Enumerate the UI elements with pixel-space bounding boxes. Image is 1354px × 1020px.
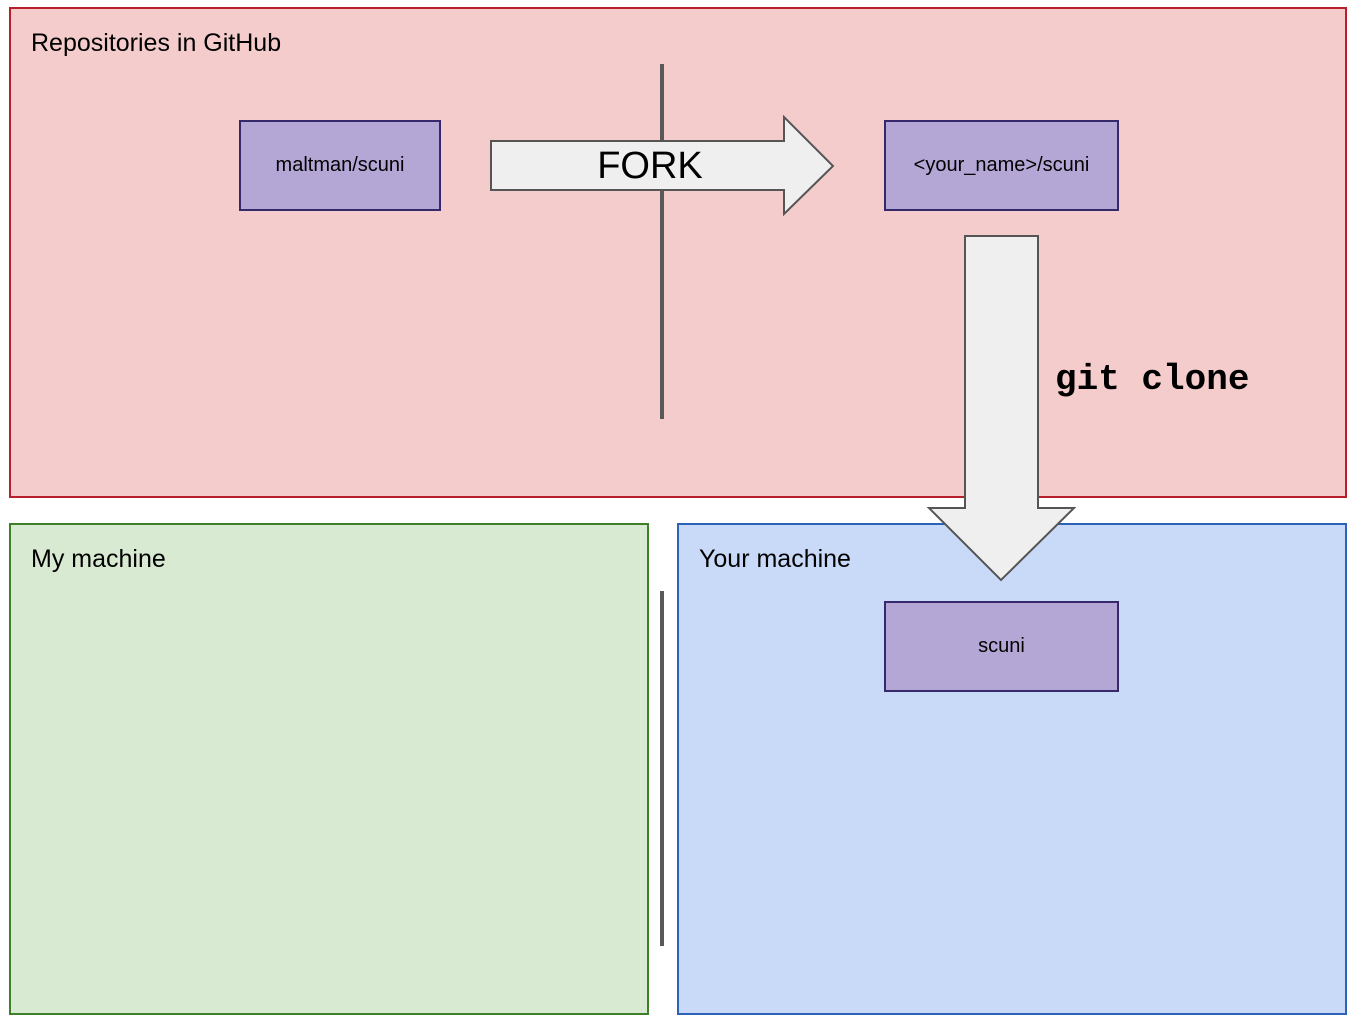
git-clone-label: git clone (1055, 359, 1250, 400)
forked-repo-box: <your_name>/scuni (884, 120, 1119, 211)
github-zone-label: Repositories in GitHub (31, 29, 282, 57)
my-machine-zone-label: My machine (31, 545, 166, 573)
forked-repo-label: <your_name>/scuni (913, 154, 1090, 176)
local-clone-box: scuni (884, 601, 1119, 692)
git-clone-arrow (926, 235, 1077, 582)
upstream-repo-box: maltman/scuni (239, 120, 441, 211)
github-zone: Repositories in GitHub (9, 7, 1347, 498)
fork-arrow (490, 114, 835, 217)
upstream-repo-label: maltman/scuni (275, 154, 405, 176)
local-clone-label: scuni (978, 635, 1025, 657)
your-machine-zone-label: Your machine (699, 545, 851, 573)
my-machine-zone: My machine (9, 523, 649, 1015)
fork-arrow-label: FORK (597, 145, 703, 187)
